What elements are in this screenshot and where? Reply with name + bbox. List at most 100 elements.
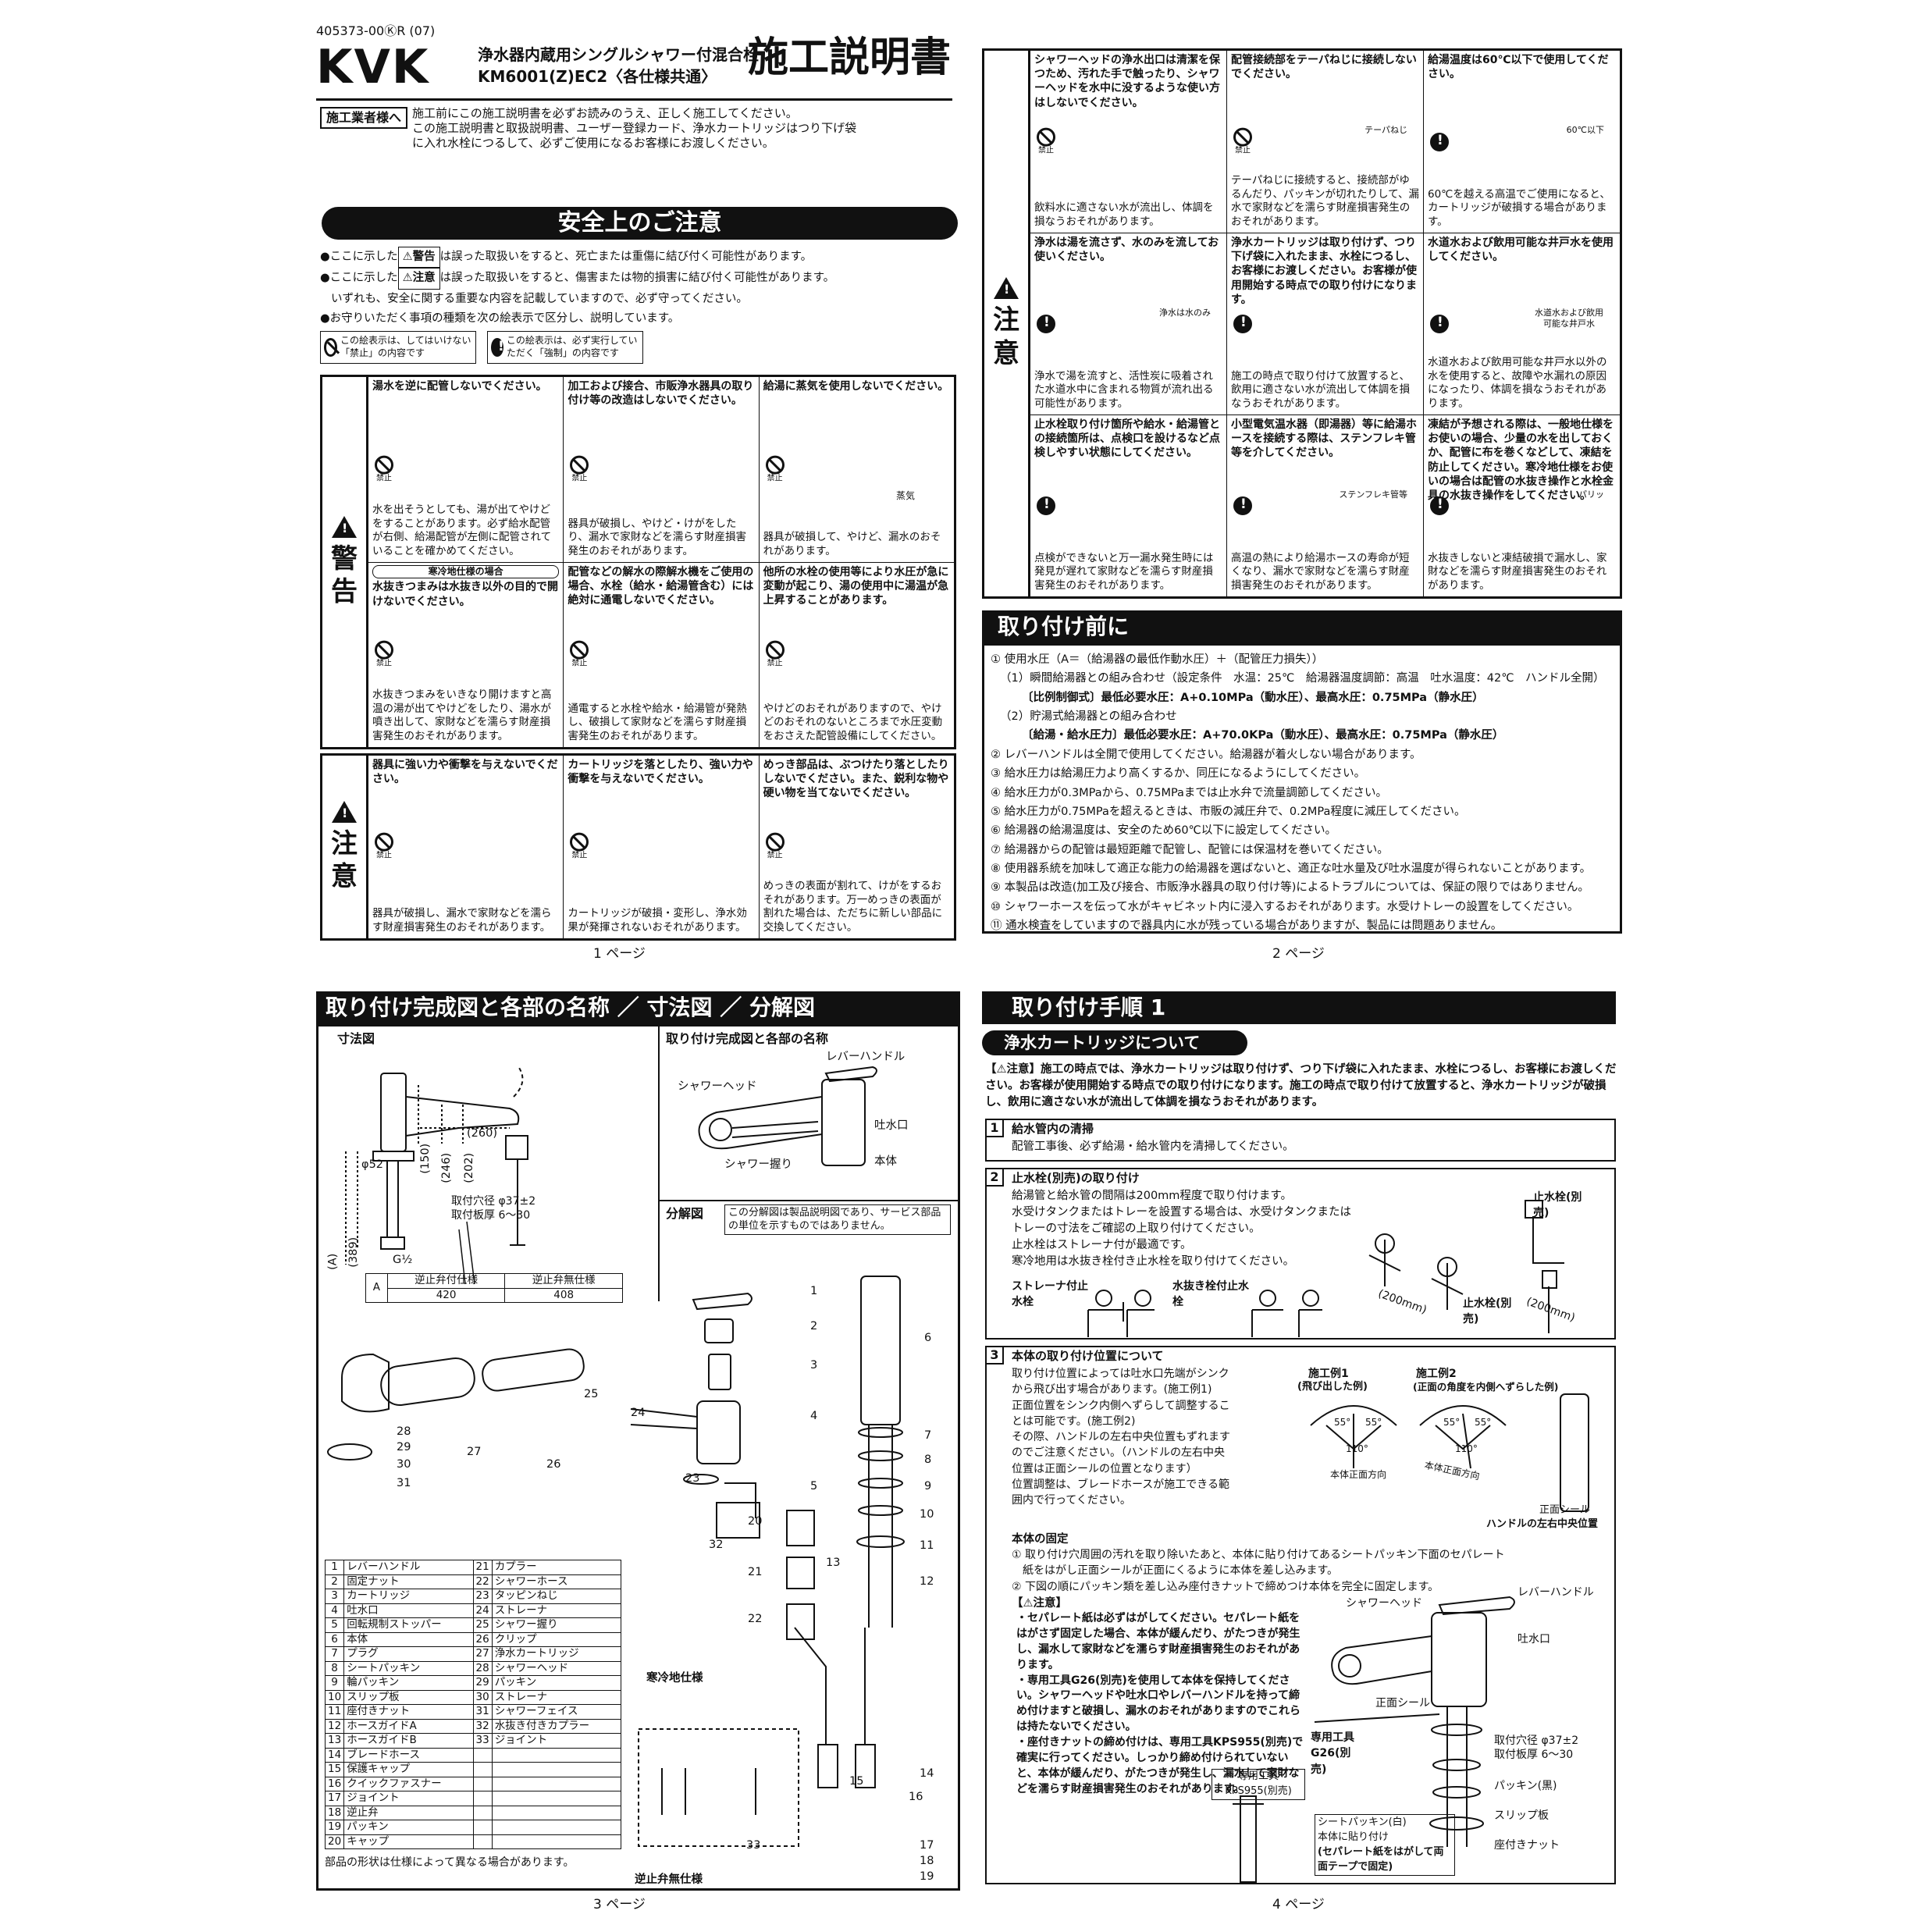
brand-logo: KVK	[316, 40, 430, 94]
cell-body: 器具が破損し、漏水で家財などを濡らす財産損害発生のおそれがあります。	[372, 907, 552, 934]
callout-7: 7	[924, 1429, 932, 1442]
parts-cell	[472, 1820, 493, 1835]
cell-icons	[1430, 315, 1449, 333]
cell-icons: 禁止	[765, 640, 785, 670]
cell-heading: 凍結が予想される際は、一般地仕様をお使いの場合、少量の水を出しておくか、配管に布…	[1428, 418, 1614, 502]
parts-cell: 保護キャップ	[343, 1762, 474, 1777]
cell-icons: 禁止	[375, 640, 393, 670]
caution-triangle-icon	[994, 277, 1019, 299]
ban-label: 禁止	[767, 851, 783, 860]
parts-cell: ホースガイドA	[343, 1718, 474, 1734]
legend-must: この絵表示は、必ず実行していただく「強制」の内容です	[487, 330, 643, 364]
parts-cell: 28	[472, 1660, 493, 1676]
step-3: 3 本体の取り付け位置について 取り付け位置によっては吐水口先端がシンク から飛…	[985, 1346, 1616, 1884]
parts-cell: 20	[324, 1834, 345, 1849]
note-text: ●ここに示した	[320, 251, 398, 263]
ban-label: 禁止	[767, 474, 783, 483]
cell-body: 高温の熱により給湯ホースの寿命が短くなり、漏水で家財などを濡らす財産損害発生のお…	[1231, 551, 1410, 592]
a-value: 408	[504, 1287, 623, 1303]
cell-heading: 他所の水栓の使用等により水圧が急に変動が起こり、湯の使用中に湯温が急上昇すること…	[763, 566, 949, 607]
exploded-note: この分解図は製品説明図であり、サービス部品の単位を示すものではありません。	[724, 1204, 951, 1236]
pre-install-line: 〔給湯・給水圧力〕最低必要水圧：A+70.0KPa（動水圧）、最高水圧：0.75…	[1022, 729, 1504, 742]
pre-install-line: ④ 給水圧力が0.3MPaから、0.75MPaまでは止水弁で流量調節してください…	[991, 786, 1388, 799]
cell-body: テーパねじに接続すると、接続部がゆるんだり、パッキンが切れたりして、漏水で家財な…	[1231, 173, 1419, 229]
parts-cell: 6	[324, 1631, 345, 1647]
caution-cell-p2: シャワーヘッドの浄水出口は清潔を保つため、汚れた手で触ったり、シャワーヘッドを水…	[1030, 51, 1226, 233]
label-sheet: (セパレート紙をはがして両面テープで固定)	[1318, 1845, 1444, 1873]
cell-icons: 禁止	[375, 832, 393, 862]
caution-cell: カートリッジを落としたり、強い力や衝撃を与えないでください。禁止カートリッジが破…	[563, 756, 758, 938]
parts-cell: 輪パッキン	[343, 1675, 474, 1691]
side-char: 警	[331, 543, 358, 575]
callout-33: 33	[746, 1839, 761, 1852]
warning-cell: 湯水を逆に配管しないでください。禁止水を出そうとしても、湯が出てやけどをすること…	[368, 377, 563, 562]
example2-sub: (正面の角度を内側へずらした例)	[1413, 1381, 1559, 1393]
parts-cell: 14	[324, 1747, 345, 1763]
parts-cell: 回転規制ストッパー	[343, 1617, 474, 1633]
parts-cell: レバーハンドル	[343, 1560, 474, 1575]
dim-150: (150)	[419, 1143, 432, 1174]
parts-cell: 29	[472, 1675, 493, 1691]
handle-center-label: ハンドルの左右中央位置	[1486, 1518, 1599, 1530]
step-text: トレーの寸法をご確認の上取り付けてください。	[1012, 1222, 1261, 1236]
note-text: ・専用工具G26(別売)を使用して本体を保持してください。シャワーヘッドや吐水口…	[1016, 1674, 1300, 1734]
ban-icon	[765, 455, 785, 475]
side-char: 意	[993, 337, 1019, 369]
note-tag: 【⚠注意】	[1012, 1597, 1067, 1610]
dimension-drawing	[345, 1065, 528, 1285]
name-head: シャワーヘッド	[678, 1080, 757, 1093]
a-head: 逆止弁付仕様	[386, 1273, 506, 1289]
body-fixing-drawing	[1314, 1596, 1515, 1847]
parts-cell: 逆止弁	[343, 1805, 474, 1820]
parts-cell	[491, 1805, 622, 1820]
cell-icons	[1233, 496, 1252, 515]
cell-icons	[1037, 496, 1055, 515]
parts-cell: 18	[324, 1805, 345, 1820]
angle-left: 55°	[1443, 1417, 1461, 1428]
parts-cell: タッピンねじ	[491, 1589, 622, 1604]
names-title: 取り付け完成図と各部の名称	[666, 1031, 829, 1046]
warning-grid: 警 告 湯水を逆に配管しないでください。禁止水を出そうとしても、湯が出てやけどを…	[320, 375, 956, 749]
callout-25: 25	[584, 1388, 599, 1400]
note-text: は誤った取扱いをすると、死亡または重傷に結び付く可能性があります。	[439, 251, 813, 263]
parts-cell	[491, 1820, 622, 1835]
step-text: とは可能です。(施工例2)	[1012, 1414, 1136, 1428]
pre-install-line: ⑩ シャワーホースを伝って水がキャビネット内に浸入するおそれがあります。水受けト…	[991, 900, 1579, 913]
ban-label: 禁止	[1235, 146, 1251, 155]
fix-text: ② 下図の順にパッキン類を差し込み座付きナットで締めつけ本体を完全に固定します。	[1012, 1580, 1439, 1593]
dim-260: (260)	[467, 1127, 497, 1140]
cell-icons: 禁止	[570, 455, 589, 484]
cell-body: 60℃を越える高温でご使用になると、カートリッジが破損する場合があります。	[1428, 187, 1610, 229]
cell-icons	[1430, 132, 1449, 151]
front-seal-label: 正面シール	[1539, 1504, 1591, 1516]
ban-icon	[570, 455, 589, 475]
step-number: 1	[987, 1120, 1004, 1137]
cell-icons	[1430, 496, 1449, 515]
note-text: ・セパレート紙は必ずはがしてください。セパレート紙をはがさず固定した場合、本体が…	[1016, 1612, 1300, 1671]
note-text: ・座付きナットの締め付けは、専用工具KPS955(別売)で確実に行ってください。…	[1016, 1736, 1304, 1795]
intro-line: この施工説明書と取扱説明書、ユーザー登録カード、浄水カートリッジはつり下げ袋	[412, 121, 857, 136]
parts-cell: クイックファスナー	[343, 1776, 474, 1791]
name-lever: レバーハンドル	[826, 1051, 906, 1063]
ban-label: 禁止	[1038, 146, 1054, 155]
mandatory-icon	[1430, 496, 1449, 515]
cell-body: めっきの表面が割れて、けがをするおそれがあります。万一めっきの表面が割れた場合は…	[763, 879, 943, 934]
legend-text: この絵表示は、してはいけない「禁止」の内容です	[340, 334, 471, 358]
dimension-title: 寸法図	[337, 1031, 375, 1046]
cell-heading: カートリッジを落としたり、強い力や衝撃を与えないでください。	[568, 759, 753, 786]
parts-cell: シャワーヘッド	[491, 1660, 622, 1676]
side-char: 注	[331, 827, 358, 859]
cell-body: 浄水で湯を流すと、活性炭に吸着された水道水中に含まれる物質が流れ出る可能性があり…	[1034, 369, 1214, 411]
cell-annotation: ステンフレキ管等	[1339, 489, 1407, 500]
step-text: 寒冷地用は水抜き栓付き止水栓を取り付けてください。	[1012, 1255, 1295, 1268]
step-text: 位置調整は、ブレードホースが施工できる範	[1012, 1478, 1230, 1492]
parts-cell: 30	[472, 1689, 493, 1705]
cell-annotation: テーパねじ	[1364, 125, 1407, 135]
